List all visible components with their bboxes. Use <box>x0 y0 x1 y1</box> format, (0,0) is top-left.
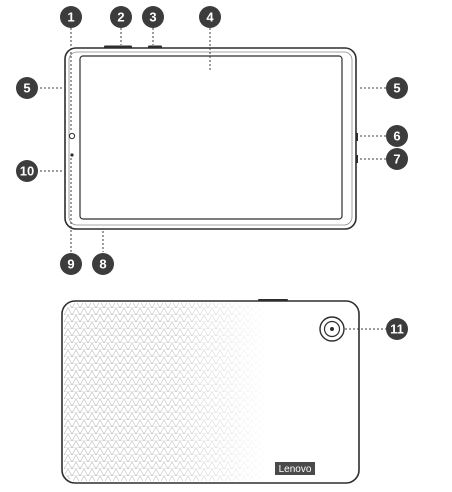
callout-11: 11 <box>386 318 408 340</box>
tablet-front <box>65 46 358 230</box>
side-port-7 <box>356 155 359 163</box>
light-sensor <box>70 153 73 156</box>
callout-8: 8 <box>92 253 114 275</box>
side-port-6 <box>356 133 359 141</box>
volume-button <box>104 46 132 49</box>
callout-3-label: 3 <box>149 10 156 25</box>
screen <box>80 56 342 219</box>
callout-5-right-label: 5 <box>393 81 400 96</box>
callout-5-left: 5 <box>16 77 38 99</box>
callout-2: 2 <box>110 6 132 28</box>
callout-8-label: 8 <box>99 257 106 272</box>
callout-1: 1 <box>60 6 82 28</box>
callout-6-label: 6 <box>393 129 400 144</box>
lenovo-logo-text: Lenovo <box>279 464 312 475</box>
callout-5-right: 5 <box>386 77 408 99</box>
back-pattern-fade <box>64 303 264 481</box>
callout-4-label: 4 <box>206 10 214 25</box>
callout-7: 7 <box>386 148 408 170</box>
callout-3: 3 <box>142 6 164 28</box>
callout-9-label: 9 <box>67 257 74 272</box>
rear-camera-dot <box>330 327 334 331</box>
callout-2-label: 2 <box>117 10 124 25</box>
callout-1-label: 1 <box>67 10 74 25</box>
callout-7-label: 7 <box>393 152 400 167</box>
callout-4: 4 <box>199 6 221 28</box>
callout-5-left-label: 5 <box>23 81 30 96</box>
callout-10-label: 10 <box>20 164 34 179</box>
back-top-button <box>258 299 288 302</box>
tablet-back: Lenovo <box>62 299 359 483</box>
callout-10: 10 <box>16 160 38 182</box>
callout-6: 6 <box>386 125 408 147</box>
power-button <box>148 46 162 49</box>
callout-11-label: 11 <box>390 322 404 337</box>
callout-9: 9 <box>60 253 82 275</box>
